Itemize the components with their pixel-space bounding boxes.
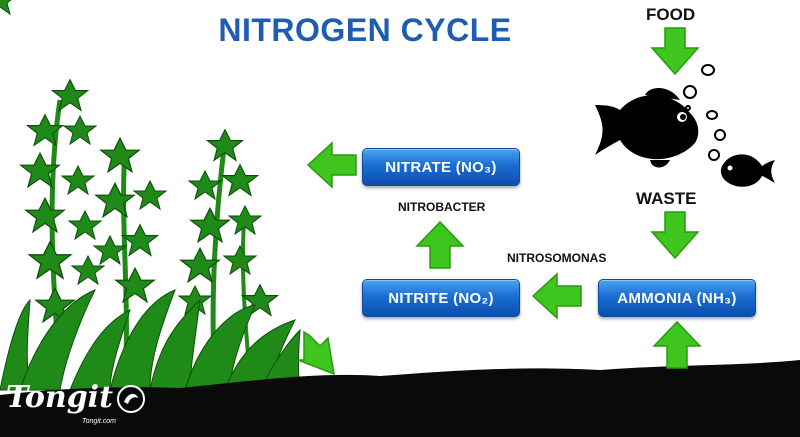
tongit-logo: Tongit Tongit.com: [2, 378, 152, 434]
arrow-down-to-plants-icon: [297, 330, 335, 376]
label-nitrobacter: NITROBACTER: [398, 200, 486, 214]
label-nitrosomonas: NITROSOMONAS: [507, 251, 607, 265]
arrow-left-from-nitrate-icon: [306, 141, 357, 189]
logo-emblem-icon: [117, 385, 145, 413]
arrow-food-down-icon: [650, 27, 700, 76]
nitrate-box: NITRATE (NO₃): [362, 148, 520, 186]
arrow-left-to-nitrite-icon: [531, 272, 582, 320]
diagram-title: NITROGEN CYCLE: [218, 12, 512, 48]
logo-name: Tongit: [6, 380, 113, 415]
label-waste: WASTE: [636, 189, 697, 208]
label-food: FOOD: [646, 5, 696, 24]
arrow-waste-down-icon: [650, 211, 700, 260]
arrow-up-to-ammonia-icon: [652, 320, 702, 369]
large-fish-icon: [595, 88, 699, 168]
nitrite-box: NITRITE (NO₂): [362, 279, 520, 317]
ammonia-box: AMMONIA (NH₃): [598, 279, 756, 317]
bubbles-icon: [683, 64, 726, 161]
logo-sub: Tongit.com: [82, 418, 116, 425]
arrow-up-to-nitrate-icon: [415, 220, 465, 269]
small-fish-icon: [720, 154, 775, 187]
